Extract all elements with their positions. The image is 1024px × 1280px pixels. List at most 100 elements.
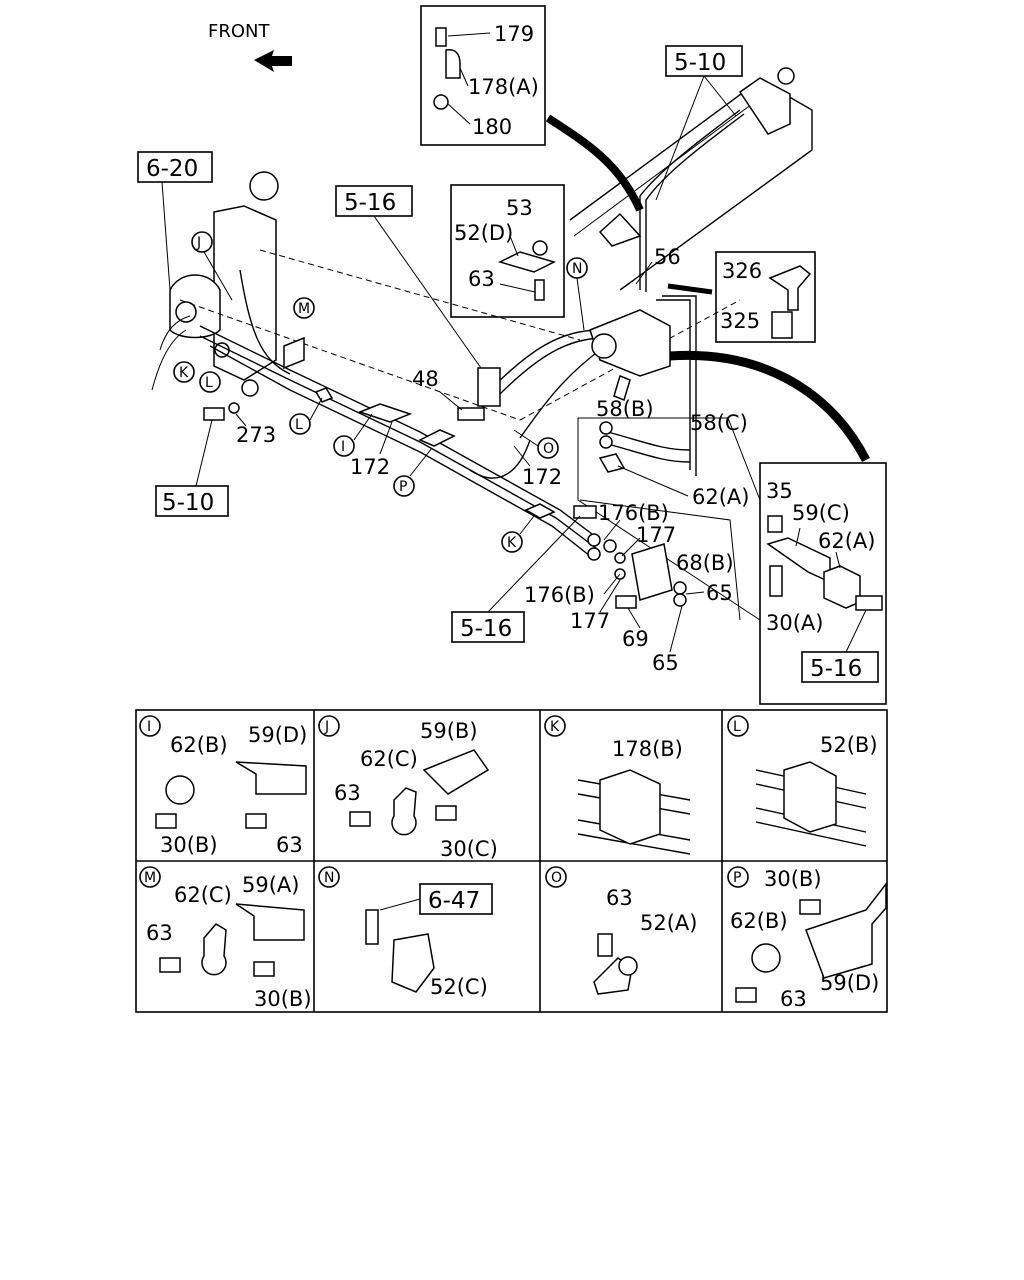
bolt-n-icon — [365, 909, 379, 945]
leader-wedge — [545, 114, 644, 212]
label-178a: 178(A) — [468, 75, 539, 99]
svg-text:30(C): 30(C) — [440, 837, 498, 861]
clamp-52c-icon — [391, 933, 435, 993]
svg-text:L: L — [295, 417, 303, 433]
ref-box-5-10-bottom — [155, 485, 229, 517]
detail-p: P 30(B) 62(B) 59(D) 63 — [727, 866, 887, 1011]
front-label: FRONT — [208, 21, 270, 42]
label-53: 53 — [506, 196, 533, 220]
svg-text:J: J — [324, 719, 329, 735]
bolt-30b-m-icon — [253, 961, 275, 977]
bolt-63-icon — [534, 279, 545, 301]
svg-text:P: P — [733, 870, 741, 886]
callout-k: K — [173, 361, 195, 383]
label-68b: 68(B) — [676, 551, 734, 575]
bolt-273-icon — [203, 407, 225, 421]
svg-text:L: L — [205, 375, 213, 391]
clip-62a — [598, 453, 626, 473]
grommet-62b-icon — [165, 775, 195, 805]
washer-273-icon — [228, 402, 240, 414]
svg-text:62(C): 62(C) — [360, 747, 418, 771]
bolt-30b-p-icon — [799, 899, 821, 915]
label-177-bottom: 177 — [570, 609, 610, 633]
callout-m: M — [293, 297, 315, 319]
svg-text:K: K — [550, 719, 560, 735]
svg-text:N: N — [324, 870, 334, 886]
label-65-bottom: 65 — [652, 651, 679, 675]
label-35: 35 — [766, 479, 793, 503]
detail-i: I 62(B) 59(D) 30(B) 63 — [139, 715, 307, 857]
bracket-59b-icon — [422, 749, 490, 795]
label-63-inset: 63 — [468, 267, 495, 291]
rear-bracket — [738, 77, 791, 135]
bolt-63-o-icon — [597, 933, 613, 957]
callout-k2: K — [501, 531, 523, 553]
grommet-62b-p-icon — [751, 943, 781, 973]
label-52d: 52(D) — [454, 221, 513, 245]
brake-pipe-3 — [209, 345, 591, 557]
svg-text:63: 63 — [276, 833, 303, 857]
svg-text:59(A): 59(A) — [242, 873, 299, 897]
svg-text:K: K — [179, 365, 189, 381]
clip-178b-icon — [599, 769, 661, 845]
svg-text:30(B): 30(B) — [160, 833, 218, 857]
bracket-68b — [631, 543, 673, 601]
bolt-176b-icon — [573, 505, 597, 519]
label-65-right: 65 — [706, 581, 733, 605]
bolt-63-m-icon — [159, 957, 181, 973]
bracket-59a-icon — [235, 903, 305, 941]
inset-clip-179 — [420, 5, 546, 146]
detail-l: L 52(B) — [727, 715, 878, 847]
clip-62a-inset-icon — [823, 565, 861, 609]
label-172-left: 172 — [350, 455, 390, 479]
svg-text:59(D): 59(D) — [248, 723, 307, 747]
frame-rail — [569, 79, 813, 291]
master-cylinder — [589, 309, 671, 377]
bolt-63-icon — [245, 813, 267, 829]
detail-grid — [135, 709, 888, 1013]
svg-text:O: O — [551, 870, 562, 886]
callout-l: L — [199, 371, 221, 393]
label-273: 273 — [236, 423, 276, 447]
detail-o: O 63 52(A) — [545, 866, 697, 995]
svg-text:30(B): 30(B) — [254, 987, 312, 1011]
ref-5-16-mid: 5-16 — [460, 616, 512, 642]
front-arrow-icon — [254, 50, 292, 72]
inset-tee-326 — [715, 251, 816, 343]
label-176b-top: 176(B) — [598, 501, 669, 525]
svg-text:I: I — [147, 719, 151, 735]
bolt-179-icon — [435, 27, 447, 47]
svg-text:P: P — [399, 479, 407, 495]
label-180: 180 — [472, 115, 512, 139]
nut-180-icon — [433, 94, 449, 110]
ref-6-20: 6-20 — [146, 156, 198, 182]
svg-text:63: 63 — [334, 781, 361, 805]
svg-text:M: M — [144, 870, 156, 886]
svg-text:62(B): 62(B) — [730, 909, 788, 933]
detail-j: J 59(B) 62(C) 63 30(C) — [318, 715, 498, 861]
nut-35-icon — [767, 515, 783, 533]
svg-text:62(B): 62(B) — [170, 733, 228, 757]
label-56: 56 — [654, 245, 681, 269]
label-30a: 30(A) — [766, 611, 823, 635]
svg-text:K: K — [507, 535, 517, 551]
union-325-icon — [771, 311, 793, 339]
ref-5-10-bottom: 5-10 — [162, 490, 214, 516]
bracket-48 — [477, 367, 501, 407]
label-325: 325 — [720, 309, 760, 333]
clip-52b-icon — [783, 761, 837, 833]
brake-pipe-2 — [199, 335, 597, 549]
callout-p: P — [393, 475, 415, 497]
bracket-59d-icon — [235, 761, 307, 795]
ref-box-5-16-right — [801, 651, 879, 683]
svg-text:62(C): 62(C) — [174, 883, 232, 907]
svg-text:I: I — [341, 439, 345, 455]
bracket-59d-p-icon — [805, 881, 887, 979]
callout-n: N — [566, 257, 588, 279]
label-58b: 58(B) — [596, 397, 654, 421]
svg-text:30(B): 30(B) — [764, 867, 822, 891]
label-69: 69 — [622, 627, 649, 651]
bolt-69-icon — [615, 595, 637, 609]
inset-bracket-59c — [759, 462, 887, 705]
